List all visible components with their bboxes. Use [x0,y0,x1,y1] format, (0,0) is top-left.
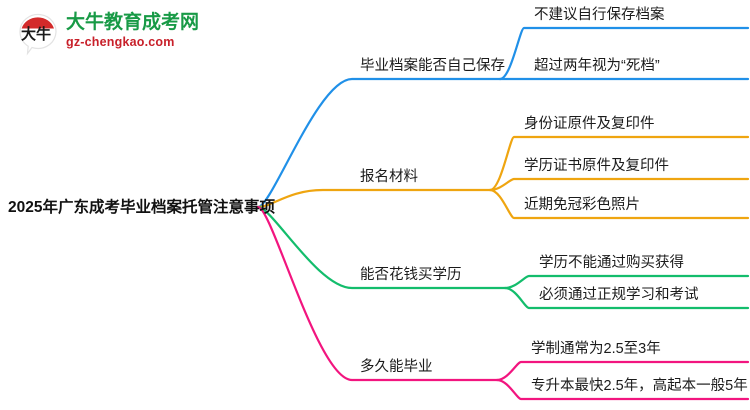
connector-path [488,177,750,192]
branch-label-2[interactable]: 报名材料 [360,169,418,185]
leaf-label-4-2[interactable]: 专升本最快2.5年，高起本一般5年 [531,378,748,394]
mindmap-root-label[interactable]: 2025年广东成考毕业档案托管注意事项 [8,199,275,216]
connector-path [495,378,750,401]
logo-mark-text: 大牛 [21,25,51,43]
logo-title: 大牛教育成考网 [66,12,200,33]
connector-path [488,135,750,192]
branch-label-3[interactable]: 能否花钱买学历 [360,267,462,283]
site-logo: 大牛 大牛教育成考网 gz-chengkao.com [16,10,206,58]
branch-label-1[interactable]: 毕业档案能否自己保存 [360,58,505,74]
leaf-label-3-1[interactable]: 学历不能通过购买获得 [539,255,684,271]
connector-path [256,205,507,290]
connector-path [498,26,750,81]
leaf-label-1-1[interactable]: 不建议自行保存档案 [534,7,665,23]
leaf-label-4-1[interactable]: 学制通常为2.5至3年 [531,341,661,357]
logo-mark-icon: 大牛 [19,13,57,56]
connector-path [256,188,492,209]
connector-path [495,360,750,382]
leaf-label-2-2[interactable]: 学历证书原件及复印件 [524,158,669,174]
leaf-label-3-2[interactable]: 必须通过正规学习和考试 [539,287,699,303]
branch-label-4[interactable]: 多久能毕业 [360,359,433,375]
connector-path [503,286,750,310]
logo-subtitle: gz-chengkao.com [66,35,175,49]
connector-path [256,205,499,382]
connector-path [256,77,502,209]
logo-wordmark: 大牛教育成考网 gz-chengkao.com [66,11,206,50]
connector-path [488,188,750,220]
leaf-label-2-3[interactable]: 近期免冠彩色照片 [524,197,640,213]
leaf-label-1-2[interactable]: 超过两年视为“死档” [534,58,660,74]
leaf-label-2-1[interactable]: 身份证原件及复印件 [524,116,655,132]
